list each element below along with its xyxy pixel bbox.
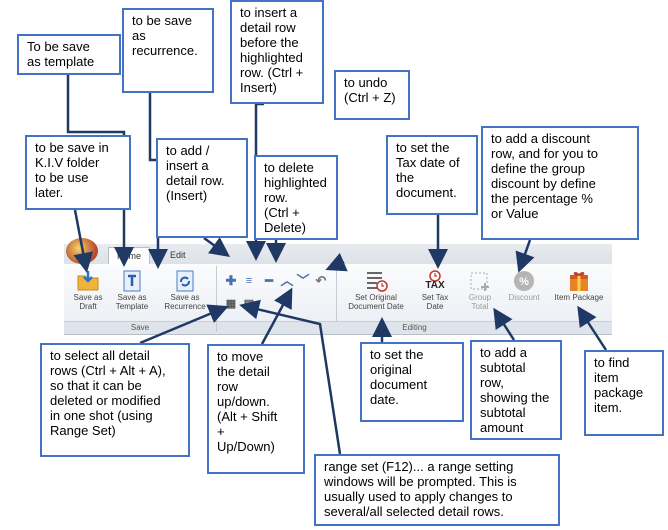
- arrow-move: [260, 287, 293, 345]
- save-as-recurrence-button[interactable]: Save as Recurrence: [160, 270, 210, 311]
- arrow-kiv: [73, 209, 94, 273]
- tab-edit[interactable]: Edit: [170, 250, 186, 260]
- delete-row-icon[interactable]: ━: [265, 273, 273, 288]
- callout-undo: to undo (Ctrl + Z): [334, 70, 410, 120]
- arrow-item-package: [577, 305, 608, 351]
- save-as-template-button[interactable]: Save as Template: [110, 270, 154, 311]
- discount-label: Discount: [508, 293, 540, 302]
- callout-insert-before: to insert a detail row before the highli…: [230, 0, 324, 104]
- callout-range-set: range set (F12)... a range setting windo…: [314, 454, 560, 526]
- arrow-add-insert: [203, 236, 231, 257]
- undo-icon[interactable]: ↶: [315, 273, 327, 288]
- tax-clock-icon: TAX: [423, 270, 447, 292]
- discount-button[interactable]: % Discount: [504, 270, 544, 302]
- callout-tax-date: to set the Tax date of the document.: [386, 135, 478, 215]
- gift-package-icon: [567, 270, 591, 292]
- callout-kiv: to be save in K.I.V folder to be use lat…: [25, 135, 131, 210]
- callout-move: to move the detail row up/down. (Alt + S…: [207, 344, 305, 474]
- select-all-rows-icon[interactable]: ▦: [225, 298, 237, 310]
- group-label-save: Save: [64, 321, 216, 334]
- document-date-icon: [364, 270, 388, 292]
- callout-select-all: to select all detail rows (Ctrl + Alt + …: [40, 343, 190, 457]
- move-up-icon[interactable]: ︿: [280, 273, 294, 288]
- callout-item-package: to find item package item.: [584, 350, 664, 436]
- save-as-draft-label: Save as Draft: [73, 293, 103, 311]
- folder-download-icon: [76, 270, 100, 292]
- group-separator: [216, 266, 217, 332]
- move-down-icon[interactable]: ﹀: [296, 273, 310, 288]
- callout-add-insert: to add / insert a detail row. (Insert): [156, 138, 248, 238]
- item-package-label: Item Package: [554, 293, 604, 302]
- editing-separator: [336, 266, 337, 332]
- group-total-label: Group Total: [468, 293, 492, 311]
- callout-delete: to delete highlighted row. (Ctrl + Delet…: [254, 155, 338, 240]
- callout-original-date: to set the original document date.: [360, 342, 464, 422]
- callout-template: To be save as template: [17, 34, 121, 75]
- arrow-subtotal: [493, 307, 516, 341]
- save-as-draft-button[interactable]: Save as Draft: [68, 270, 108, 311]
- set-tax-date-label: Set Tax Date: [421, 293, 449, 311]
- arrow-select-all: [139, 304, 229, 345]
- ribbon-body: Save as Draft Save as Template Save as R…: [64, 264, 612, 335]
- percent-icon: %: [512, 270, 536, 292]
- add-row-icon[interactable]: ✚: [225, 273, 237, 288]
- arrow-discount: [515, 239, 535, 273]
- save-as-recurrence-label: Save as Recurrence: [164, 293, 206, 311]
- save-as-template-label: Save as Template: [115, 293, 149, 311]
- callout-recurrence: to be save as recurrence.: [122, 8, 214, 93]
- callout-discount: to add a discount row, and for you to de…: [481, 126, 639, 240]
- svg-text:%: %: [519, 276, 529, 288]
- item-package-button[interactable]: Item Package: [550, 270, 608, 302]
- group-total-button[interactable]: Group Total: [462, 270, 498, 311]
- arrow-undo: [325, 252, 348, 272]
- insert-row-before-icon[interactable]: ≡: [245, 275, 253, 287]
- recurrence-icon: [173, 270, 197, 292]
- tax-icon-text: TAX: [425, 280, 445, 291]
- set-original-document-date-button[interactable]: Set Original Document Date: [346, 270, 406, 311]
- callout-subtotal: to add a subtotal row, showing the subto…: [470, 340, 562, 440]
- set-original-document-date-label: Set Original Document Date: [348, 293, 404, 311]
- arrow-range-set: [239, 299, 342, 455]
- group-total-icon: [468, 270, 492, 292]
- set-tax-date-button[interactable]: TAX Set Tax Date: [416, 270, 454, 311]
- template-icon: [120, 270, 144, 292]
